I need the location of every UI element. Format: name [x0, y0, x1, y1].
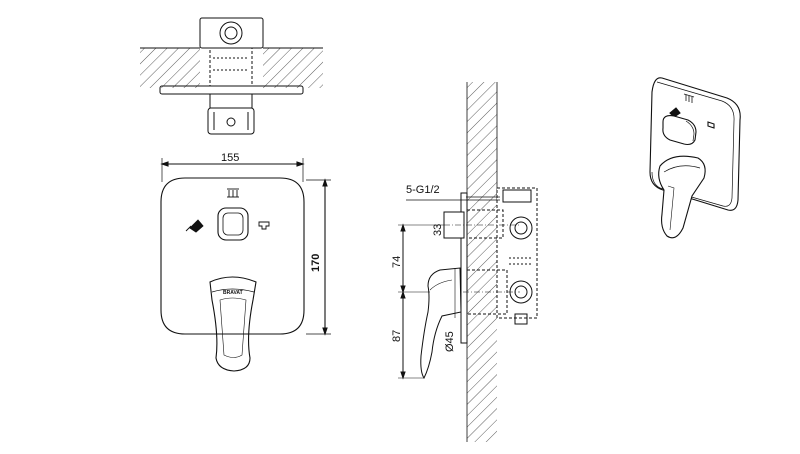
cover-plate-front: [160, 177, 305, 335]
wall-section-hatch: [467, 82, 497, 442]
height-dim-label: 170: [310, 254, 322, 272]
cartridge-cap: [209, 93, 253, 109]
lever-handle-front: [209, 276, 257, 372]
wall-hatch-left: [140, 48, 200, 88]
diverter-button: [217, 207, 249, 241]
lever-handle-iso: [658, 155, 706, 239]
cartridge-knob: [207, 107, 255, 135]
side-view: [398, 82, 538, 442]
bath-icon-iso: [683, 93, 695, 103]
width-dim-label: 155: [221, 152, 239, 164]
handle-bottom-label: 87: [391, 330, 403, 342]
cover-plate-section: [460, 192, 468, 344]
upper-outlet-port: [509, 216, 533, 240]
diverter-knob-iso: [662, 115, 697, 146]
top-view: [140, 17, 323, 135]
spout-icon: [258, 221, 270, 230]
wall-hatch-right: [263, 48, 323, 88]
handle-offset-label: 74: [391, 256, 403, 268]
isometric-view: [649, 77, 741, 239]
lower-outlet-port: [509, 280, 533, 304]
thread-label: 5-G1/2: [406, 184, 440, 196]
lever-handle-side: [420, 267, 462, 379]
bath-icon: [227, 188, 239, 198]
valve-body-hidden: [209, 47, 253, 87]
depth-dim-label: 33: [432, 224, 444, 236]
brand-logo: BRAVAT: [223, 290, 243, 296]
cover-plate-iso: [649, 77, 741, 211]
shower-icon: [185, 219, 204, 233]
front-view: [160, 158, 331, 372]
spout-icon-iso: [707, 121, 715, 129]
valve-top-port: [219, 21, 243, 45]
diameter-label: Ø45: [444, 331, 456, 352]
diverter-cartridge: [466, 209, 504, 239]
